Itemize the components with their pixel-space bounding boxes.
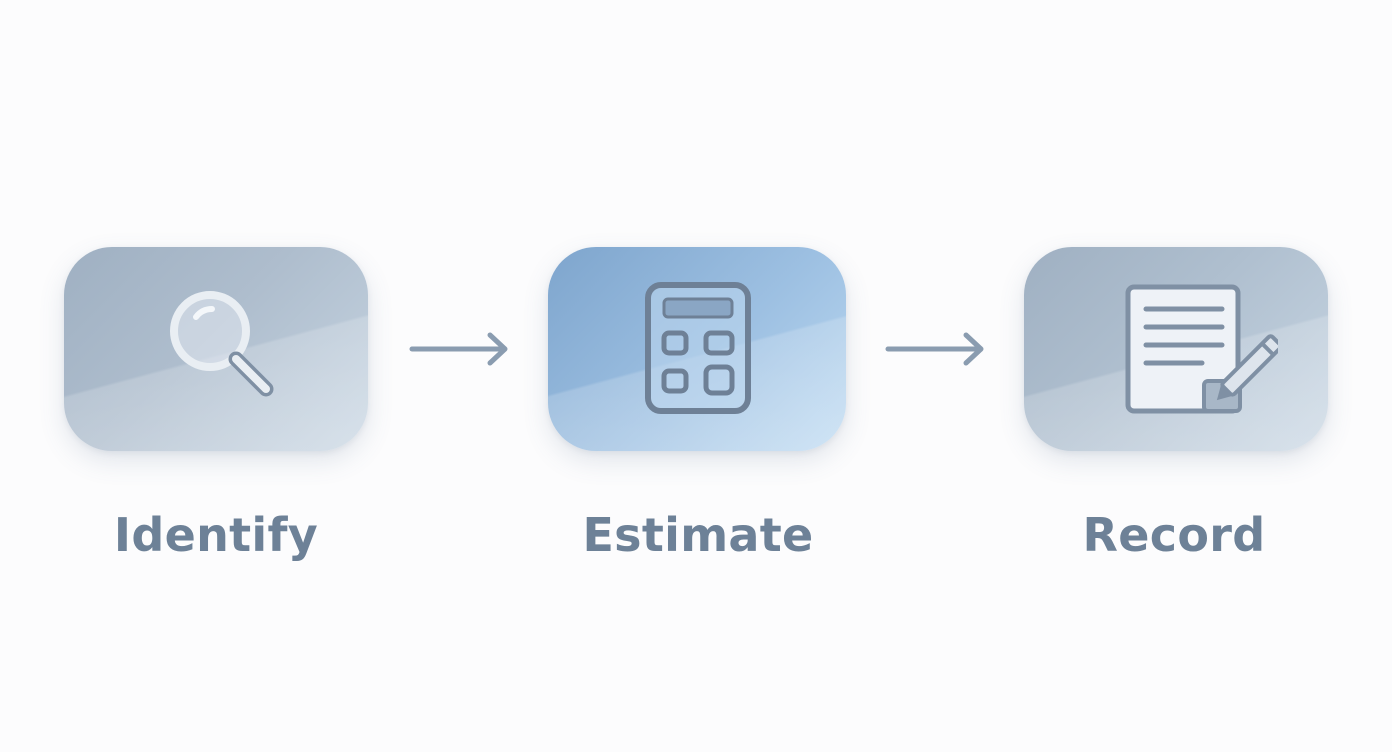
right-arrow-icon	[885, 332, 984, 366]
step-identify-box	[64, 247, 368, 451]
step-record-box	[1024, 247, 1328, 451]
calculator-icon	[645, 282, 751, 414]
step-estimate-box	[548, 247, 846, 451]
document-with-pencil-icon	[1125, 284, 1278, 414]
right-arrow-icon	[409, 332, 508, 366]
magnifying-glass-icon	[170, 291, 274, 397]
step-label-identify: Identify	[113, 508, 319, 562]
step-label-estimate: Estimate	[582, 508, 814, 562]
step-label-record: Record	[1082, 508, 1266, 562]
